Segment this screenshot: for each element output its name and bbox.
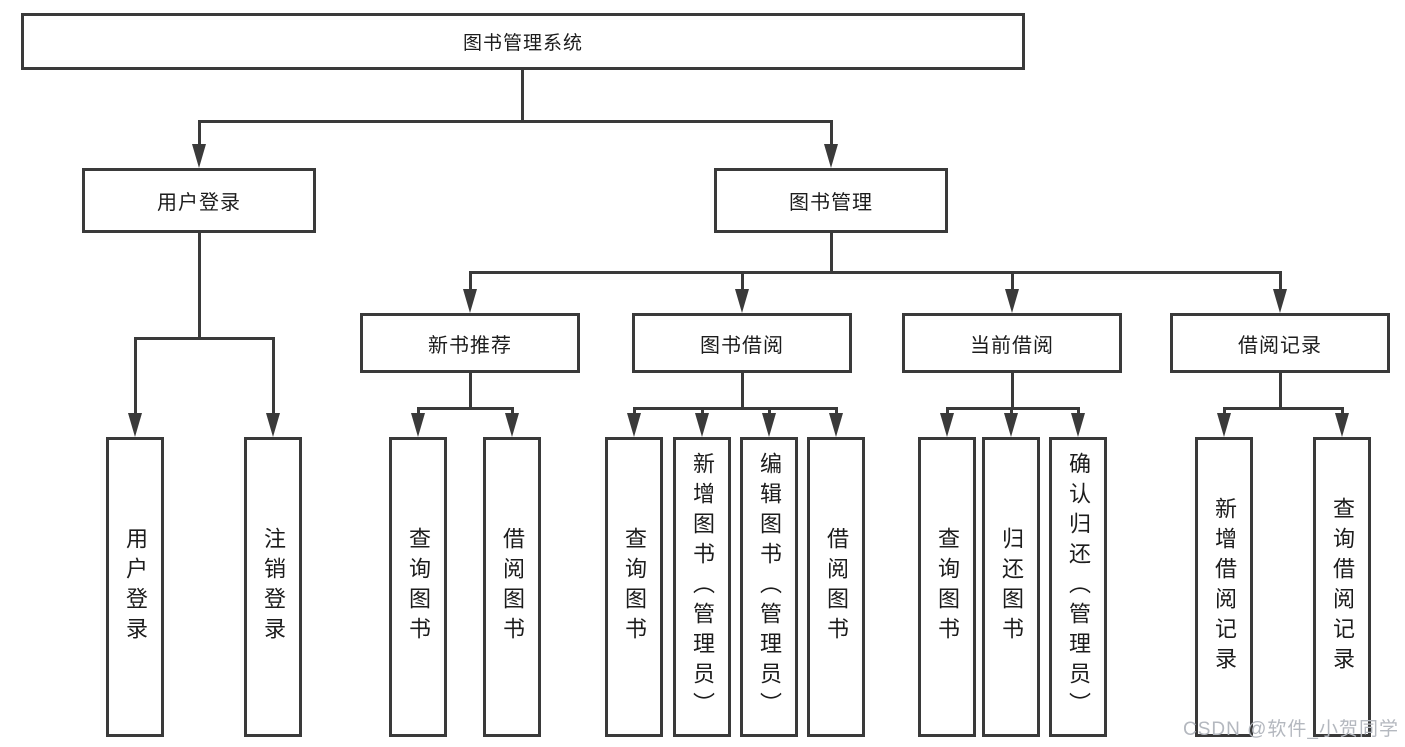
leaf-query-books-current: 查询图书 [918, 437, 976, 737]
node-library-system: 图书管理系统 [21, 13, 1025, 70]
connector-drop [741, 271, 744, 295]
arrow-down-icon [1071, 413, 1085, 437]
leaf-return-book: 归还图书 [982, 437, 1040, 737]
connector-drop [768, 407, 771, 417]
connector-drop [1223, 407, 1226, 417]
connector-drop [1341, 407, 1344, 417]
leaf-user-login: 用户登录 [106, 437, 164, 737]
connector-drop [272, 337, 275, 417]
arrow-down-icon [463, 289, 477, 313]
connector-bar [134, 337, 275, 340]
connector-drop [1010, 407, 1013, 417]
leaf-add-borrow-record: 新增借阅记录 [1195, 437, 1253, 737]
arrow-down-icon [940, 413, 954, 437]
connector-stem [741, 373, 744, 407]
connector-drop [198, 120, 201, 148]
arrow-down-icon [762, 413, 776, 437]
leaf-logout: 注销登录 [244, 437, 302, 737]
connector-drop [830, 120, 833, 148]
connector-drop [134, 337, 137, 417]
arrow-down-icon [192, 144, 206, 168]
node-user-login: 用户登录 [82, 168, 316, 233]
arrow-down-icon [128, 413, 142, 437]
connector-drop [835, 407, 838, 417]
connector-drop [1077, 407, 1080, 417]
arrow-down-icon [1217, 413, 1231, 437]
watermark: CSDN @软件_小贺同学 [1183, 719, 1399, 740]
connector-drop [1011, 271, 1014, 295]
arrow-down-icon [411, 413, 425, 437]
node-book-management: 图书管理 [714, 168, 948, 233]
arrow-down-icon [735, 289, 749, 313]
connector-drop [511, 407, 514, 417]
node-borrowing-records: 借阅记录 [1170, 313, 1390, 373]
connector-stem [469, 373, 472, 407]
arrow-down-icon [505, 413, 519, 437]
arrow-down-icon [1273, 289, 1287, 313]
leaf-borrow-books-borrowing: 借阅图书 [807, 437, 865, 737]
arrow-down-icon [695, 413, 709, 437]
leaf-borrow-books-recommend: 借阅图书 [483, 437, 541, 737]
arrow-down-icon [829, 413, 843, 437]
arrow-down-icon [266, 413, 280, 437]
connector-bar [417, 407, 514, 410]
node-current-borrowing: 当前借阅 [902, 313, 1122, 373]
connector-drop [1279, 271, 1282, 295]
leaf-edit-book-admin: 编辑图书（管理员） [740, 437, 798, 737]
arrow-down-icon [1335, 413, 1349, 437]
connector-bar [469, 271, 1282, 274]
leaf-add-book-admin: 新增图书（管理员） [673, 437, 731, 737]
connector-stem [521, 70, 524, 120]
connector-stem [830, 233, 833, 271]
connector-bar [946, 407, 1080, 410]
connector-bar [633, 407, 838, 410]
leaf-query-books-borrowing: 查询图书 [605, 437, 663, 737]
arrow-down-icon [1005, 289, 1019, 313]
arrow-down-icon [824, 144, 838, 168]
connector-bar [1223, 407, 1344, 410]
leaf-confirm-return-admin: 确认归还（管理员） [1049, 437, 1107, 737]
connector-bar [198, 120, 833, 123]
connector-drop [633, 407, 636, 417]
connector-stem [198, 233, 201, 337]
connector-stem [1011, 373, 1014, 407]
arrow-down-icon [1004, 413, 1018, 437]
leaf-query-borrow-record: 查询借阅记录 [1313, 437, 1371, 737]
connector-drop [469, 271, 472, 295]
connector-stem [1279, 373, 1282, 407]
node-new-book-recommend: 新书推荐 [360, 313, 580, 373]
leaf-query-books-recommend: 查询图书 [389, 437, 447, 737]
connector-drop [417, 407, 420, 417]
connector-drop [946, 407, 949, 417]
arrow-down-icon [627, 413, 641, 437]
node-book-borrowing: 图书借阅 [632, 313, 852, 373]
connector-drop [701, 407, 704, 417]
